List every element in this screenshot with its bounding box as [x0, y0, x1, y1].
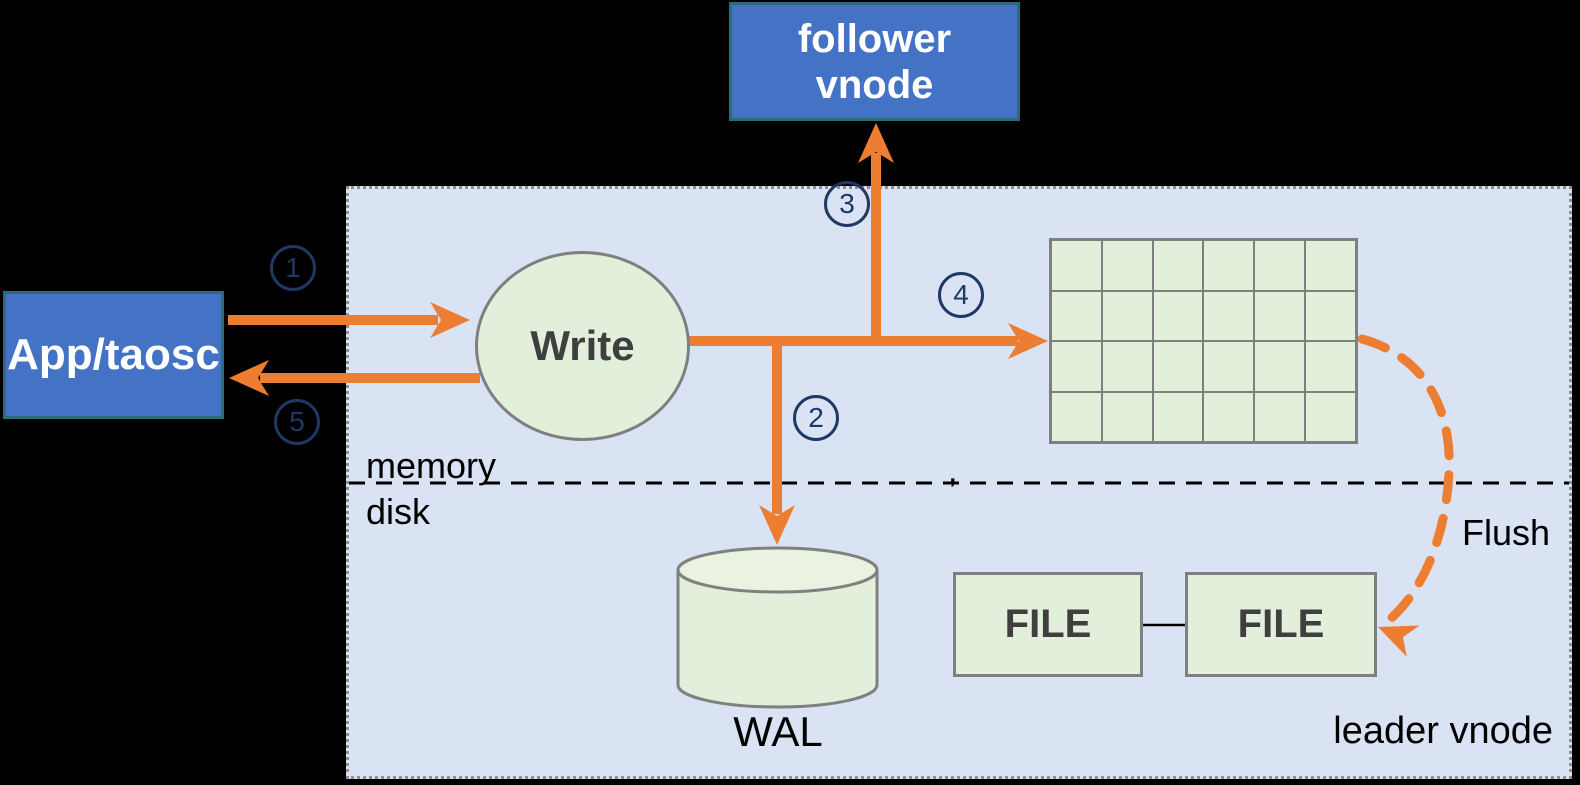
mem-table-cell [1152, 290, 1204, 341]
mem-table-cell [1203, 240, 1255, 291]
mem-table-cell [1051, 290, 1102, 341]
step-badge-3-number: 3 [839, 188, 855, 219]
mem-table-cell [1305, 240, 1356, 291]
mem-table-cell [1203, 290, 1255, 341]
write-label: Write [530, 322, 635, 369]
mem-table-grid [1049, 238, 1358, 444]
wal-label: WAL [733, 708, 823, 755]
step-badge-4: 4 [938, 272, 984, 318]
step-badge-1: 1 [270, 245, 316, 291]
mem-table-cell [1305, 391, 1356, 442]
step-badge-2: 2 [793, 395, 839, 441]
step-badge-3: 3 [824, 181, 870, 227]
mem-table-cell [1152, 341, 1204, 392]
mem-table-cell [1203, 341, 1255, 392]
mem-table-cell [1101, 391, 1153, 442]
step-badge-5-number: 5 [289, 406, 305, 437]
write-node: Write [475, 251, 690, 441]
mem-table-cell [1101, 290, 1153, 341]
disk-label: disk [366, 491, 431, 532]
mem-table-cell [1254, 391, 1306, 442]
mem-table-cell [1152, 391, 1204, 442]
mem-table-cell [1254, 290, 1306, 341]
file-box-1-label: FILE [1004, 602, 1092, 646]
mem-table-cell [1051, 391, 1102, 442]
memory-label: memory [366, 445, 497, 486]
follower-vnode-label: follower vnode [798, 16, 951, 108]
mem-table-cell [1152, 240, 1204, 291]
stray-comma-mark: , [948, 452, 958, 490]
step-badge-2-number: 2 [808, 402, 824, 433]
mem-table-cell [1305, 290, 1356, 341]
mem-table-cell [1254, 341, 1306, 392]
mem-table-cell [1203, 391, 1255, 442]
follower-vnode-label-line1: follower [797, 16, 952, 61]
follower-vnode-box: follower vnode [729, 2, 1020, 121]
app-taosc-box: App/taosc [3, 291, 224, 419]
mem-table-cell [1101, 341, 1153, 392]
step-badge-1-number: 1 [285, 252, 301, 283]
step-badge-5: 5 [274, 399, 320, 445]
app-taosc-label: App/taosc [7, 330, 220, 379]
step-badge-4-number: 4 [953, 279, 969, 310]
file-box-1: FILE [953, 572, 1143, 677]
follower-vnode-label-line2: vnode [815, 62, 934, 107]
file-box-2: FILE [1185, 572, 1377, 677]
file-box-2-label: FILE [1237, 602, 1325, 646]
leader-vnode-label: leader vnode [1333, 710, 1553, 752]
mem-table-cell [1101, 240, 1153, 291]
mem-table-cell [1051, 341, 1102, 392]
mem-table-cell [1051, 240, 1102, 291]
flush-label: Flush [1462, 512, 1551, 553]
mem-table-cell [1305, 341, 1356, 392]
mem-table-cell [1254, 240, 1306, 291]
